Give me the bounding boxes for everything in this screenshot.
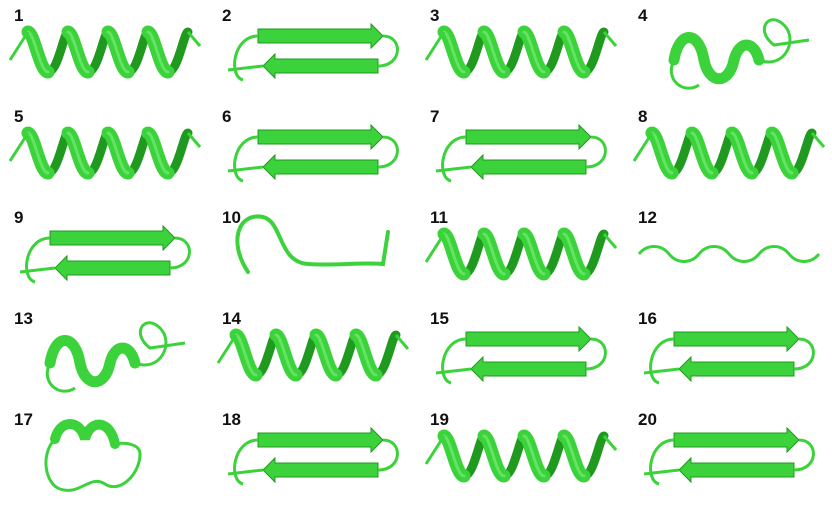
structure-drawing [0, 0, 208, 101]
structure-drawing [416, 0, 624, 101]
structure-panel: 18 [208, 404, 416, 505]
structure-panel: 20 [624, 404, 832, 505]
helix-with-loop [47, 323, 185, 391]
structure-panel: 19 [416, 404, 624, 505]
beta-hairpin [436, 125, 605, 181]
beta-hairpin [436, 327, 605, 383]
loop-structure [46, 424, 140, 490]
structure-panel: 7 [416, 101, 624, 202]
structure-panel: 13 [0, 303, 208, 404]
panel-number: 12 [638, 208, 657, 228]
beta-hairpin [20, 226, 189, 282]
panel-number: 15 [430, 309, 449, 329]
structure-panel: 9 [0, 202, 208, 303]
structure-drawing [624, 101, 832, 202]
beta-hairpin [644, 327, 813, 383]
structure-drawing [624, 0, 832, 101]
structure-panel: 10 [208, 202, 416, 303]
panel-number: 4 [638, 6, 647, 26]
structure-panel: 3 [416, 0, 624, 101]
beta-hairpin [228, 24, 397, 80]
structure-drawing [208, 0, 416, 101]
panel-number: 6 [222, 107, 231, 127]
panel-number: 3 [430, 6, 439, 26]
panel-number: 18 [222, 410, 241, 430]
structure-panel: 17 [0, 404, 208, 505]
panel-number: 2 [222, 6, 231, 26]
panel-number: 16 [638, 309, 657, 329]
structure-drawing [0, 202, 208, 303]
helix-ribbon [634, 133, 824, 173]
panel-number: 7 [430, 107, 439, 127]
structure-panel: 6 [208, 101, 416, 202]
helix-ribbon [10, 133, 200, 173]
panel-number: 5 [14, 107, 23, 127]
panel-number: 17 [14, 410, 33, 430]
helix-ribbon [426, 436, 616, 476]
panel-number: 19 [430, 410, 449, 430]
helix-with-loop [671, 20, 809, 88]
structure-panel: 1 [0, 0, 208, 101]
panel-number: 1 [14, 6, 23, 26]
helix-ribbon [426, 32, 616, 72]
extended-coil [639, 247, 819, 262]
structure-panel: 16 [624, 303, 832, 404]
panel-number: 9 [14, 208, 23, 228]
beta-hairpin [644, 428, 813, 484]
structure-panel: 12 [624, 202, 832, 303]
panel-number: 20 [638, 410, 657, 430]
structure-drawing [208, 101, 416, 202]
helix-ribbon [10, 32, 200, 72]
panel-number: 13 [14, 309, 33, 329]
panel-number: 11 [430, 208, 448, 228]
structure-panel: 15 [416, 303, 624, 404]
helix-ribbon [426, 234, 616, 274]
beta-hairpin [228, 125, 397, 181]
panel-number: 14 [222, 309, 241, 329]
structure-panel: 8 [624, 101, 832, 202]
structure-panel: 11 [416, 202, 624, 303]
beta-hairpin [228, 428, 397, 484]
random-coil [237, 216, 388, 272]
structure-panel: 14 [208, 303, 416, 404]
structure-panel: 2 [208, 0, 416, 101]
panel-number: 10 [222, 208, 241, 228]
structure-panel: 4 [624, 0, 832, 101]
structure-drawing [0, 101, 208, 202]
panel-number: 8 [638, 107, 647, 127]
structure-drawing [416, 101, 624, 202]
helix-ribbon [218, 335, 408, 375]
structure-panel: 5 [0, 101, 208, 202]
